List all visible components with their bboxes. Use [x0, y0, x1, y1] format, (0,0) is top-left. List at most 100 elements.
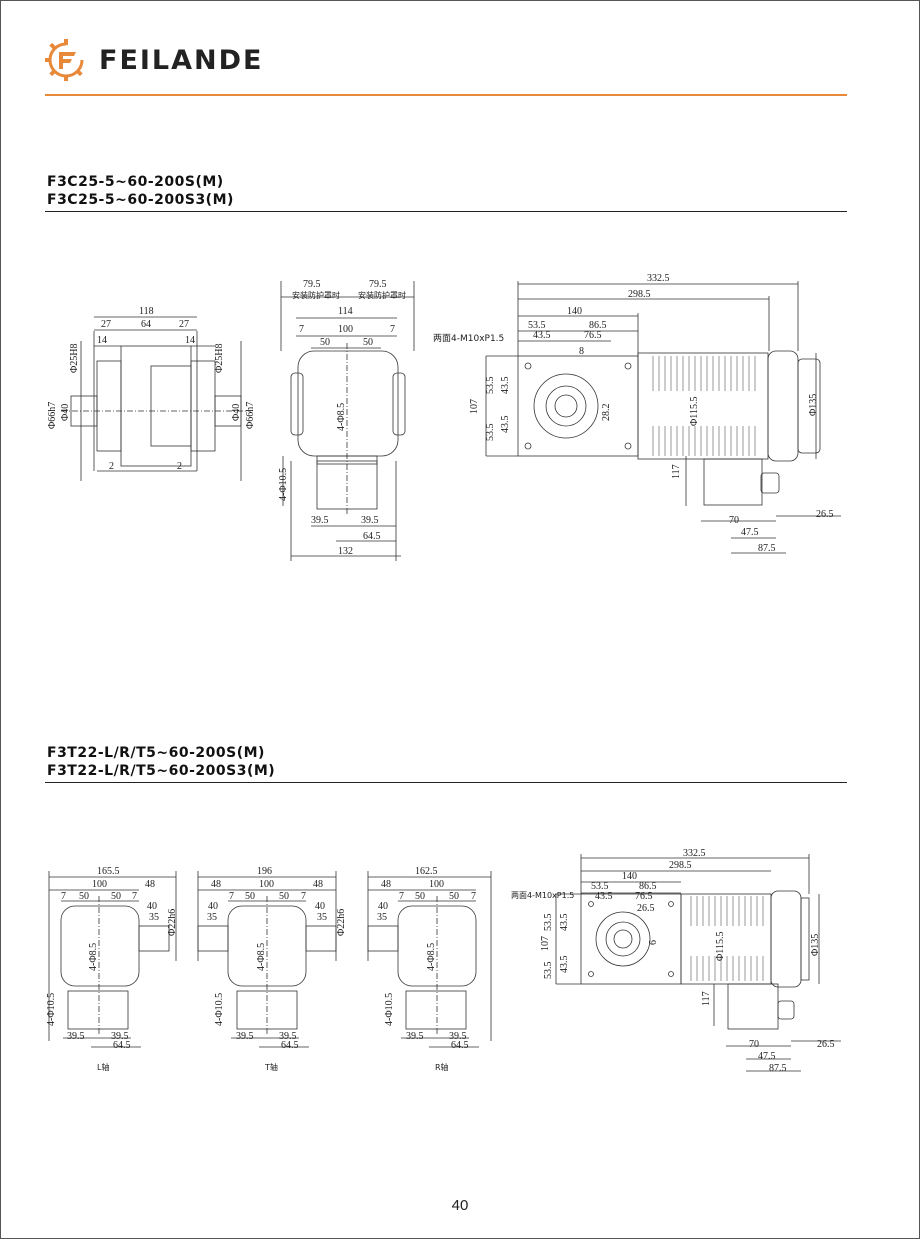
dim-label: 100 — [92, 879, 107, 890]
section-1-title-line-1: F3C25-5~60-200S(M) — [47, 174, 224, 190]
dim-label: Φ22h6 — [167, 909, 178, 936]
dim-label: 43.5 — [500, 377, 511, 395]
dim-label: 100 — [429, 879, 444, 890]
dim-label: 27 — [101, 319, 111, 330]
dim-label: 165.5 — [97, 866, 120, 877]
note-label: 安装防护罩时 — [292, 290, 340, 300]
dim-label: 298.5 — [628, 289, 651, 300]
dim-label: 14 — [97, 335, 107, 346]
dim-label: 47.5 — [758, 1051, 776, 1062]
dim-label: 79.5 — [369, 279, 387, 290]
dim-label: 298.5 — [669, 860, 692, 871]
dim-label: 4-Φ10.5 — [278, 468, 289, 501]
dim-label: 4-Φ8.5 — [426, 943, 437, 971]
section-2-r-shaft-view — [367, 871, 492, 1048]
section-2-r-shaft-dim-labels: 162.5 48 100 40 7 50 50 7 35 4-Φ8.5 4-Φ1… — [377, 866, 476, 1072]
dim-label: 118 — [139, 306, 154, 317]
section-2-title-line-1: F3T22-L/R/T5~60-200S(M) — [47, 745, 265, 761]
dim-label: 43.5 — [533, 330, 551, 341]
dim-label: 4-Φ8.5 — [88, 943, 99, 971]
dim-label: 48 — [381, 879, 391, 890]
dim-label: 132 — [338, 546, 353, 557]
dim-label: 26.5 — [817, 1039, 835, 1050]
note-label: 两面4-M10xP1.5 — [511, 891, 574, 900]
dim-label: 53.5 — [591, 881, 609, 892]
dim-label: 76.5 — [584, 330, 602, 341]
section-2-title: F3T22-L/R/T5~60-200S(M) F3T22-L/R/T5~60-… — [47, 744, 275, 780]
dim-label: 14 — [185, 335, 195, 346]
dim-label: Φ22h6 — [336, 909, 347, 936]
section-2-rule — [45, 782, 847, 783]
page-number: 40 — [451, 1197, 469, 1214]
dim-label: Φ66h7 — [245, 402, 256, 429]
dim-label: 7 — [61, 891, 66, 902]
dim-label: 107 — [469, 399, 480, 414]
dim-label: 53.5 — [543, 962, 554, 980]
dim-label: 50 — [245, 891, 255, 902]
dim-label: 87.5 — [769, 1063, 787, 1074]
dim-label: 162.5 — [415, 866, 438, 877]
section-1-title-line-2: F3C25-5~60-200S3(M) — [47, 192, 234, 208]
dim-label: 140 — [622, 871, 637, 882]
section-2-top-view — [555, 854, 841, 1072]
dim-label: 70 — [749, 1039, 759, 1050]
dim-label: 50 — [279, 891, 289, 902]
dim-label: 48 — [211, 879, 221, 890]
dim-label: 35 — [377, 912, 387, 923]
dim-label: 64.5 — [113, 1040, 131, 1051]
dim-label: 117 — [671, 464, 682, 479]
brand-name: FEILANDE — [99, 44, 264, 76]
dim-label: 70 — [729, 515, 739, 526]
dim-label: 100 — [338, 324, 353, 335]
dim-label: 4-Φ8.5 — [256, 943, 267, 971]
dim-label: 196 — [257, 866, 272, 877]
dim-label: 6 — [648, 940, 659, 945]
dim-label: 4-Φ10.5 — [46, 993, 57, 1026]
section-2-t-shaft-view — [197, 871, 337, 1048]
dim-label: Φ115.5 — [715, 932, 726, 961]
dim-label: 7 — [471, 891, 476, 902]
dim-label: 26.5 — [637, 903, 655, 914]
dim-label: 39.5 — [236, 1031, 254, 1042]
dim-label: 50 — [320, 337, 330, 348]
dim-label: 117 — [701, 991, 712, 1006]
dim-label: 140 — [567, 306, 582, 317]
dim-label: 40 — [208, 901, 218, 912]
dim-label: 8 — [579, 346, 584, 357]
dim-label: 4-Φ8.5 — [336, 403, 347, 431]
dim-label: 7 — [301, 891, 306, 902]
dim-label: 86.5 — [639, 881, 657, 892]
header-logo: FEILANDE — [45, 39, 264, 81]
section-2-top-dim-labels: 332.5 298.5 140 53.5 86.5 两面4-M10xP1.5 4… — [511, 848, 835, 1074]
dim-label: 50 — [111, 891, 121, 902]
dim-label: 7 — [299, 324, 304, 335]
dim-label: Φ115.5 — [689, 397, 700, 426]
dim-label: 43.5 — [500, 416, 511, 434]
dim-label: 39.5 — [449, 1031, 467, 1042]
dim-label: 332.5 — [683, 848, 706, 859]
section-2-l-shaft-dim-labels: 165.5 100 48 7 50 50 7 40 35 Φ22h6 4-Φ8.… — [46, 866, 178, 1072]
section-1-front-view — [280, 281, 415, 561]
view-caption: R轴 — [435, 1062, 449, 1072]
section-1-rule — [45, 211, 847, 212]
dim-label: 332.5 — [647, 273, 670, 284]
dim-label: 7 — [399, 891, 404, 902]
dim-label: 28.2 — [601, 404, 612, 422]
dim-label: 40 — [147, 901, 157, 912]
dim-label: 114 — [338, 306, 353, 317]
section-1-top-dim-labels: 332.5 298.5 140 53.5 86.5 两面4-M10xP1.5 4… — [433, 273, 834, 554]
dim-label: 35 — [317, 912, 327, 923]
dim-label: 4-Φ10.5 — [384, 993, 395, 1026]
section-1-side-dim-labels: 118 27 64 27 14 14 Φ25H8 Φ25H8 Φ66h7 Φ40… — [47, 306, 256, 472]
header-rule — [45, 94, 847, 96]
dim-label: 2 — [109, 461, 114, 472]
dim-label: 47.5 — [741, 527, 759, 538]
dim-label: 64 — [141, 319, 151, 330]
dim-label: 39.5 — [406, 1031, 424, 1042]
dim-label: 2 — [177, 461, 182, 472]
dim-label: 64.5 — [451, 1040, 469, 1051]
dim-label: 7 — [390, 324, 395, 335]
dim-label: 50 — [415, 891, 425, 902]
